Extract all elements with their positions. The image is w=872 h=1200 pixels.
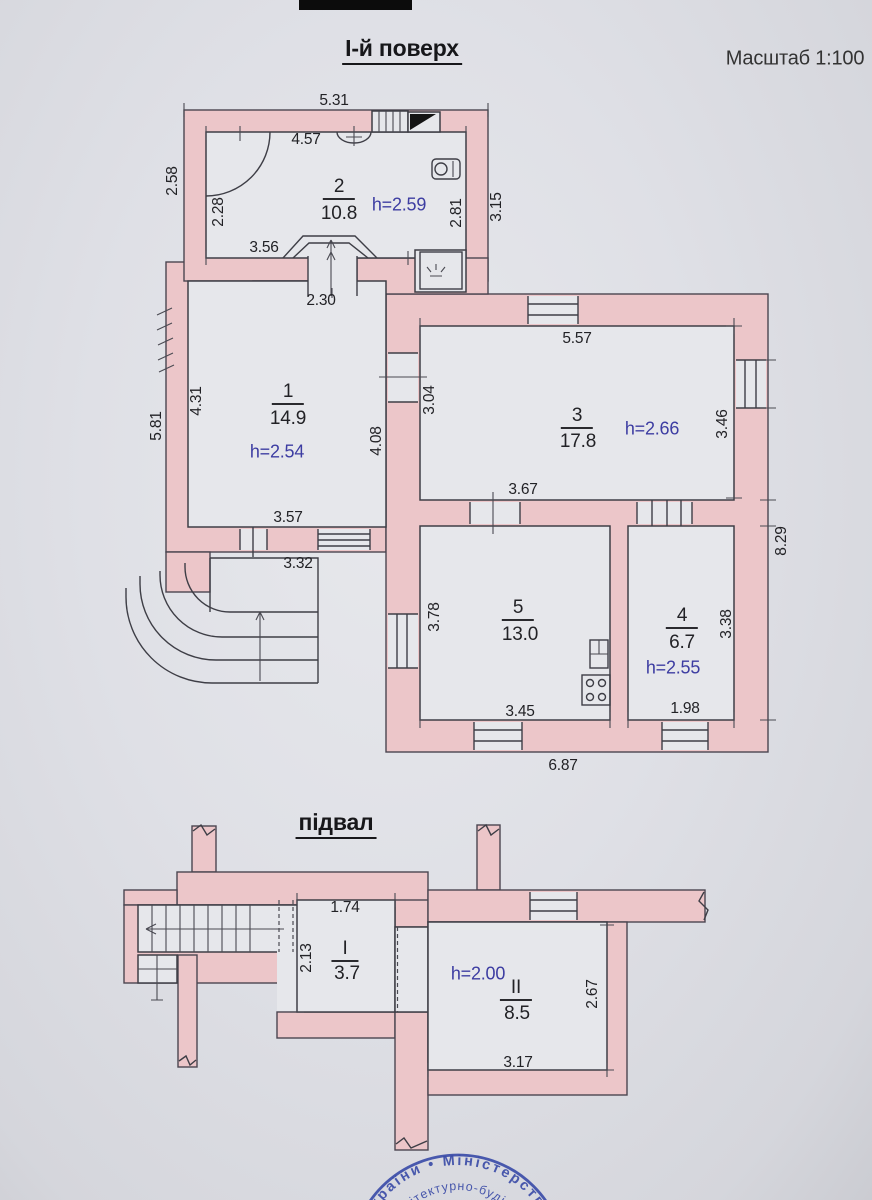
dim: 3.15 <box>488 192 505 222</box>
dim: 3.46 <box>714 409 731 439</box>
room-number: 4 <box>665 605 699 629</box>
utility-niche <box>414 249 467 293</box>
basement-room-2-interior <box>427 921 608 1071</box>
room-height: h=2.00 <box>450 963 506 984</box>
stove-icon <box>581 674 611 706</box>
dim: 4.08 <box>368 426 385 456</box>
room-number: 5 <box>501 597 535 621</box>
room-area: 14.9 <box>269 408 307 429</box>
dim: 3.32 <box>283 555 313 572</box>
dim: 3.17 <box>503 1054 533 1071</box>
room-area: 6.7 <box>669 632 695 653</box>
room-2-interior <box>205 131 467 259</box>
basement-details <box>138 823 709 1149</box>
stairs-arrow <box>326 239 336 296</box>
break-mark <box>178 1054 197 1067</box>
boiler-box <box>419 251 463 290</box>
dim: 2.30 <box>306 292 336 309</box>
break-mark <box>477 823 500 837</box>
toilet-icon <box>431 158 461 180</box>
dim: 2.67 <box>584 979 601 1009</box>
first-floor-symbols <box>125 126 611 706</box>
dim: 6.87 <box>548 757 578 774</box>
dim: 5.31 <box>319 92 349 109</box>
scale-label: Масштаб 1:100 <box>725 47 865 70</box>
room-number: ІІ <box>499 977 533 1001</box>
floor1-title: І-й поверх <box>342 35 462 65</box>
dim: 3.56 <box>249 239 279 256</box>
basement-corridor <box>394 926 429 1013</box>
basement-rooms <box>137 892 608 1071</box>
dim: 5.81 <box>148 411 165 441</box>
dim: 4.31 <box>188 386 205 416</box>
room-area: 10.8 <box>320 203 358 224</box>
door-arc <box>205 131 271 197</box>
dim: 3.67 <box>508 481 538 498</box>
room-number: 2 <box>322 176 356 200</box>
dim: 1.74 <box>330 899 360 916</box>
dim: 2.28 <box>210 197 227 227</box>
dim: 2.58 <box>164 166 181 196</box>
basement-room-1-interior <box>296 899 396 1013</box>
basement-title: підвал <box>295 809 377 839</box>
stamp-seal: України • Міністерства архітектурно-буді… <box>361 1153 553 1200</box>
first-floor-rooms <box>187 131 735 721</box>
dim: 3.38 <box>718 609 735 639</box>
room-height: h=2.59 <box>371 194 427 215</box>
room-4-interior <box>627 525 735 721</box>
stairs-up-outline <box>282 235 378 259</box>
room-5-interior <box>419 525 611 721</box>
chimney-pillar <box>476 824 501 891</box>
top-black-bar <box>299 0 412 10</box>
dim: 2.13 <box>298 943 315 973</box>
room-height: h=2.55 <box>645 657 701 678</box>
porch-steps <box>125 557 319 684</box>
break-mark <box>698 891 709 921</box>
dim: 5.57 <box>562 330 592 347</box>
room-height: h=2.54 <box>249 441 305 462</box>
dim: 8.29 <box>773 526 790 556</box>
dim: 4.57 <box>291 131 321 148</box>
room-number: 1 <box>271 381 305 405</box>
dim: 3.04 <box>421 385 438 415</box>
chimney-pillar <box>191 825 217 873</box>
vent-triangle-icon <box>410 114 436 130</box>
porch-arrow <box>255 611 265 681</box>
basement-stairs-arrow <box>145 923 284 935</box>
boiler-icon <box>426 264 446 277</box>
room-area: 3.7 <box>334 963 360 984</box>
break-mark <box>192 823 216 837</box>
room-height: h=2.66 <box>624 418 680 439</box>
room-area: 8.5 <box>504 1003 530 1024</box>
dim: 1.98 <box>670 700 700 717</box>
first-floor-openings <box>239 110 766 750</box>
dim: 3.78 <box>426 602 443 632</box>
room-area: 13.0 <box>501 624 539 645</box>
room-area: 17.8 <box>559 431 597 452</box>
room-number: 3 <box>560 405 594 429</box>
dim: 2.81 <box>448 198 465 228</box>
dim: 3.45 <box>505 703 535 720</box>
dim: 3.57 <box>273 509 303 526</box>
room-number: І <box>331 938 359 962</box>
first-floor-ticks <box>156 103 776 728</box>
break-mark <box>395 1137 428 1149</box>
room-3-interior <box>419 325 735 501</box>
